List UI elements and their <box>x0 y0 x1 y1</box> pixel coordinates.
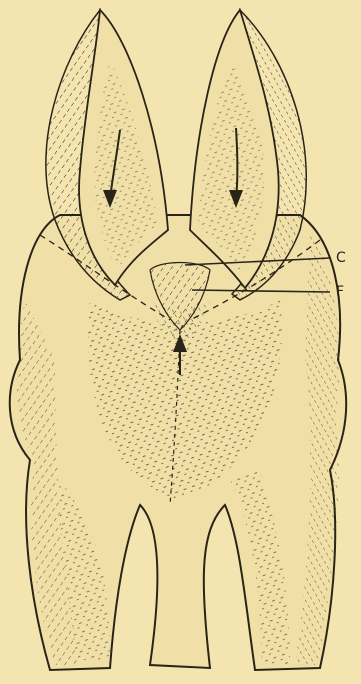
label-c: C <box>336 251 346 265</box>
label-f: F <box>336 285 344 299</box>
